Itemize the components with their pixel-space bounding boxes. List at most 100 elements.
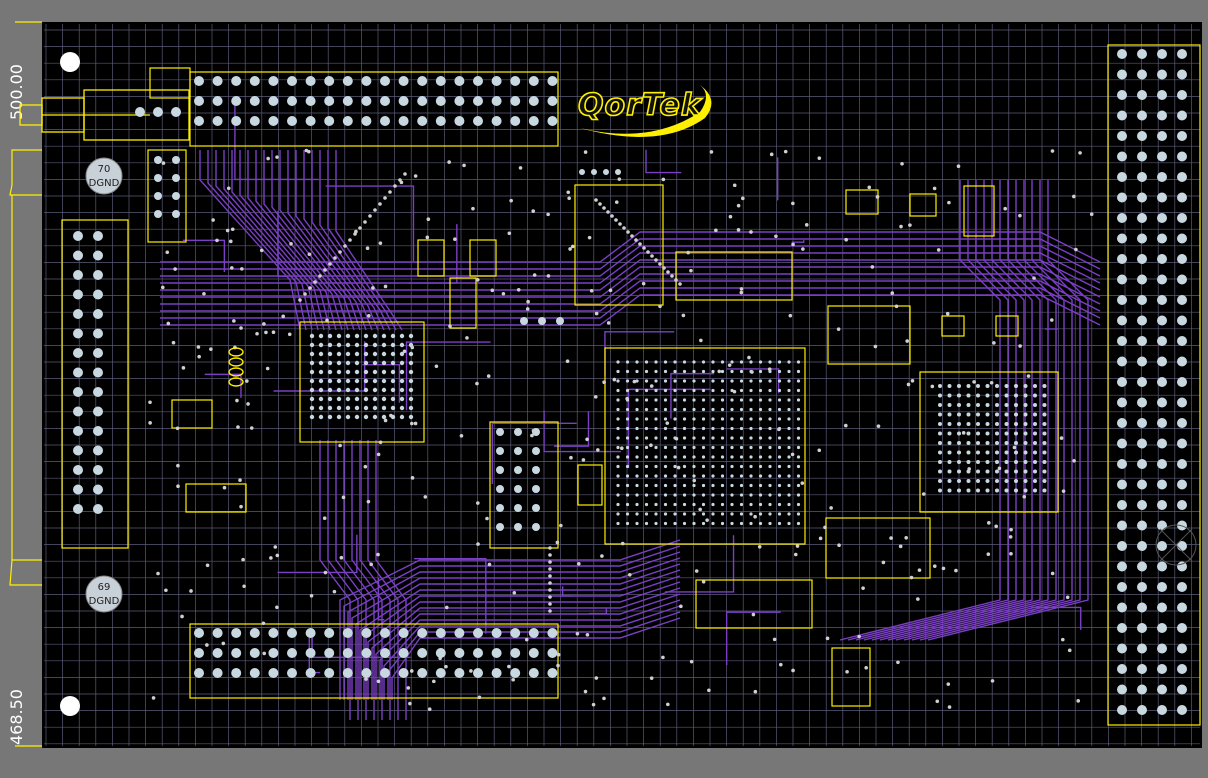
pad [616,483,620,488]
pad [673,493,677,497]
pad [701,360,706,364]
via [383,196,387,200]
via [1050,571,1055,576]
via [658,262,662,266]
pad [390,387,396,393]
pad [345,387,351,393]
edge-connector[interactable] [19,89,190,141]
via [606,210,610,214]
pad [1157,500,1167,510]
pad [720,464,725,469]
pad [399,387,405,393]
pad [336,342,342,348]
pad [1033,431,1037,436]
pad [692,445,696,450]
pad [172,210,180,218]
via [642,246,646,250]
pad [768,493,772,497]
pad [768,388,772,393]
pad [398,628,409,638]
trace [379,599,681,700]
via [791,201,795,206]
pad [796,455,801,459]
pad [701,436,706,440]
pad [1004,422,1009,426]
pad [1117,69,1127,80]
pad [231,668,242,678]
pad [644,388,649,393]
test-point-69[interactable]: 69 DGND [85,575,123,613]
via [1012,445,1017,450]
via [531,428,536,433]
pad [777,379,782,383]
via [1072,194,1076,199]
pad [625,426,630,431]
pad [1033,393,1037,398]
via [990,679,995,683]
pad [1004,441,1009,445]
test-point-70[interactable]: 70 DGND [85,157,123,195]
pad [692,502,696,507]
pad [342,116,353,126]
pad [287,628,297,638]
via [593,395,598,399]
pad [1117,664,1127,674]
pad [324,628,335,638]
pad [976,450,980,455]
via [622,226,626,230]
via [322,516,327,521]
trace [359,440,391,720]
pad [354,342,360,348]
pad [380,116,390,126]
pad [663,502,668,507]
via [783,149,788,154]
pad [644,369,649,374]
via [876,424,881,428]
via [196,345,201,349]
pad [372,333,378,339]
component-outline [695,579,813,629]
pad [1177,582,1187,592]
trace [339,539,681,700]
pad [93,250,103,261]
via [383,284,388,289]
pad [730,369,734,374]
pad [749,360,753,364]
pad [381,387,387,393]
pad [73,289,83,300]
pad [673,474,677,478]
via [772,637,777,642]
pad [787,369,791,374]
via [658,304,662,309]
pad [654,512,658,516]
pad [1157,233,1167,244]
pad [1117,541,1127,551]
pad [635,407,639,412]
trace [670,372,715,419]
pad [947,431,952,436]
pad [739,417,744,421]
pad [381,360,387,366]
via [365,246,370,251]
pad [354,369,360,375]
pad [1157,643,1167,654]
pad [673,388,677,393]
pad [153,107,163,117]
pad [625,417,630,421]
via [176,484,180,489]
trace [351,440,383,720]
via [225,228,230,233]
pad [692,455,696,459]
pad [363,378,369,384]
pad [547,628,558,638]
pad [777,483,782,488]
via [694,569,699,573]
via [896,660,900,665]
via [935,699,940,704]
trace [327,150,397,331]
pad [381,396,387,402]
pad [408,396,414,402]
pad [1042,384,1047,388]
pad [720,521,725,526]
